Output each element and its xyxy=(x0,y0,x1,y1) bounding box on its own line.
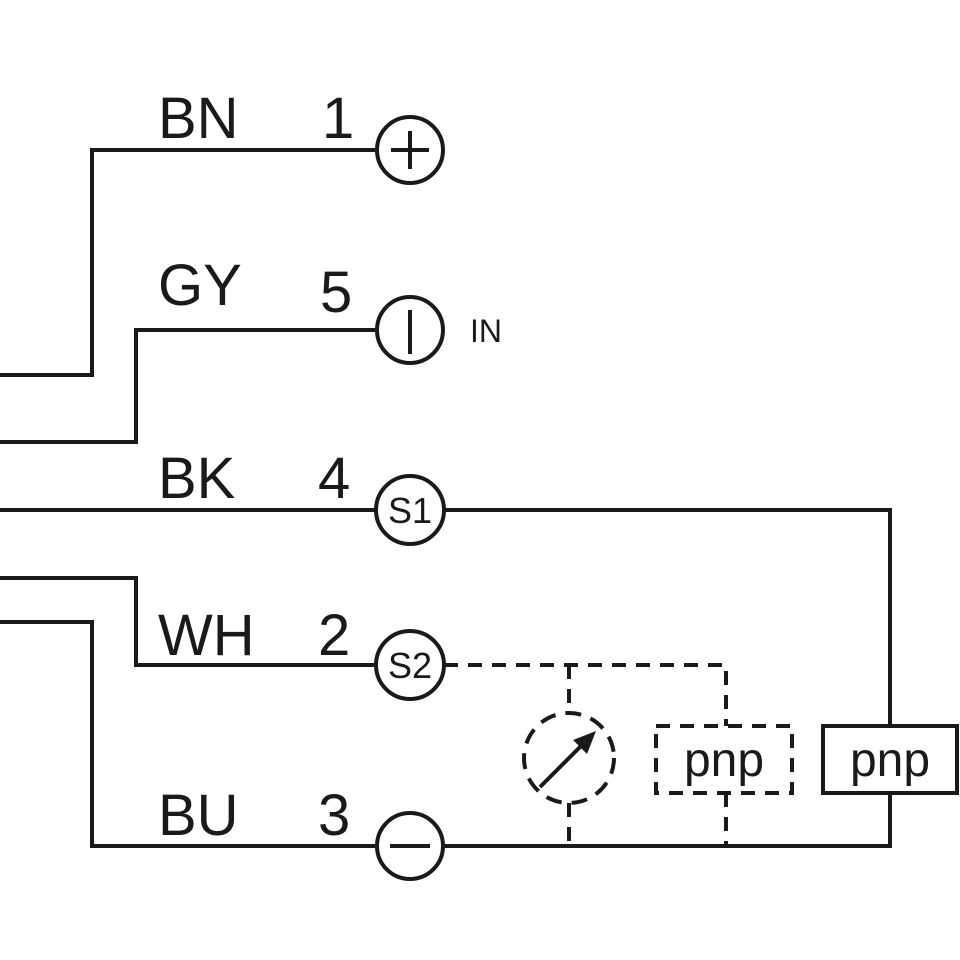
pin-1: 1 xyxy=(322,86,354,151)
terminal-plus xyxy=(375,115,445,185)
terminal-minus xyxy=(375,811,445,881)
input-note: IN xyxy=(470,313,502,349)
pin-5: 5 xyxy=(320,260,352,325)
pnp-box-s1: pnp xyxy=(821,724,959,795)
wire-bu xyxy=(0,620,380,848)
terminal-input xyxy=(375,295,445,365)
terminal-s2-label: S2 xyxy=(388,645,432,686)
label-bn: BN xyxy=(158,86,239,151)
pnp-label-s1: pnp xyxy=(850,734,930,787)
pnp-label-optional: pnp xyxy=(684,734,764,787)
terminal-s1-label: S1 xyxy=(388,490,432,531)
meter-arrow-icon xyxy=(538,740,587,789)
label-gy: GY xyxy=(158,253,242,318)
wire-gy xyxy=(0,328,380,444)
label-bu: BU xyxy=(158,783,239,848)
pin-3: 3 xyxy=(318,783,350,848)
label-wh: WH xyxy=(158,603,255,668)
wire-bn xyxy=(0,148,380,377)
wire-pnp-to-ground xyxy=(442,791,892,848)
meter-arrowhead-icon xyxy=(573,731,596,754)
terminal-s2: S2 xyxy=(374,629,446,701)
label-bk: BK xyxy=(158,446,236,511)
terminal-s1: S1 xyxy=(374,474,446,546)
pin-4: 4 xyxy=(318,446,350,511)
wire-wh xyxy=(0,576,380,667)
wire-s1-output xyxy=(442,508,892,728)
pnp-box-optional: pnp xyxy=(654,724,794,795)
analog-output-meter xyxy=(522,711,616,805)
wire-s2-output xyxy=(444,663,728,726)
pin-2: 2 xyxy=(318,603,350,668)
